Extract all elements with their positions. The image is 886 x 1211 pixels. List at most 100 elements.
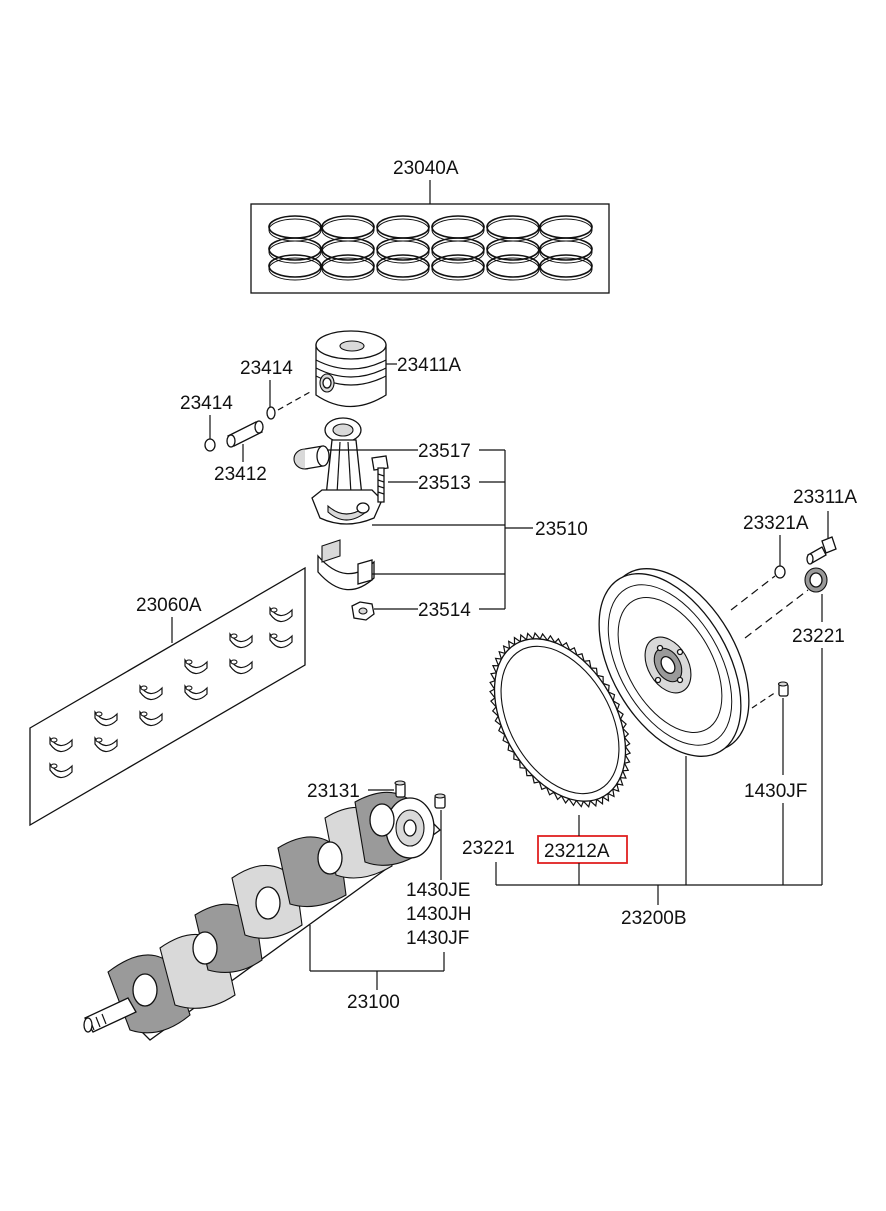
piston-ring — [539, 254, 593, 278]
piston-ring-edge — [376, 257, 430, 281]
ring-set-box — [250, 203, 610, 294]
bearing-tab — [230, 659, 238, 665]
piston-ring-edge — [268, 257, 322, 281]
piston-ring-edge — [486, 240, 540, 264]
bearing-tab — [95, 711, 103, 717]
label-23513[interactable]: 23513 — [418, 473, 471, 494]
label-23414-upper[interactable]: 23414 — [240, 358, 293, 379]
piston-ring-edge — [486, 257, 540, 281]
piston-ring — [376, 237, 430, 261]
label-23510[interactable]: 23510 — [535, 519, 588, 540]
bearing-shells — [49, 606, 293, 779]
label-23221-right[interactable]: 23221 — [792, 626, 845, 647]
label-23100[interactable]: 23100 — [347, 992, 400, 1013]
main-bearing-set-group: 23060A — [29, 566, 306, 827]
flywheel-dowel-pin — [777, 681, 789, 697]
label-23514[interactable]: 23514 — [418, 600, 471, 621]
piston-ring-edge — [539, 257, 593, 281]
piston-ring — [321, 237, 375, 261]
bearing-tab — [270, 607, 278, 613]
label-23517[interactable]: 23517 — [418, 441, 471, 462]
crankshaft-illustration — [83, 791, 441, 1041]
piston-ring — [486, 237, 540, 261]
label-23060a[interactable]: 23060A — [136, 595, 202, 616]
piston-ring — [431, 254, 485, 278]
flywheel-bolt — [806, 536, 837, 565]
bushing — [293, 445, 330, 470]
bearing-shell — [49, 762, 73, 779]
bearing-tab — [270, 633, 278, 639]
bearing-shell — [184, 684, 208, 701]
washer — [774, 565, 786, 579]
label-23221-left[interactable]: 23221 — [462, 838, 515, 859]
highlight-box — [537, 835, 628, 864]
label-23212a[interactable]: 23212A — [544, 841, 610, 862]
crank-dowel-pin — [434, 793, 446, 809]
piston-ring — [431, 237, 485, 261]
bearing-tab — [140, 711, 148, 717]
snap-ring-lower — [204, 438, 216, 452]
bearing-shell — [139, 710, 163, 727]
piston-ring — [376, 254, 430, 278]
label-1430jh[interactable]: 1430JH — [406, 904, 472, 925]
piston-ring-edge — [268, 240, 322, 264]
bearing-tab — [185, 659, 193, 665]
piston-rings — [268, 215, 593, 281]
piston-ring-edge — [539, 240, 593, 264]
snap-ring-upper — [266, 406, 276, 420]
piston-pin — [226, 420, 264, 448]
seal — [804, 567, 828, 593]
label-23311a[interactable]: 23311A — [793, 487, 857, 508]
label-23321a[interactable]: 23321A — [743, 513, 809, 534]
bearing-shell — [269, 632, 293, 649]
label-23200b[interactable]: 23200B — [621, 908, 687, 929]
bearing-tab — [140, 685, 148, 691]
piston-ring-edge — [376, 240, 430, 264]
bearing-tab — [50, 763, 58, 769]
bearing-shell — [229, 658, 253, 675]
piston-ring-edge — [431, 240, 485, 264]
bearing-tab — [95, 737, 103, 743]
piston-ring — [539, 237, 593, 261]
label-23412[interactable]: 23412 — [214, 464, 267, 485]
bearing-shell — [139, 684, 163, 701]
label-1430je[interactable]: 1430JE — [406, 880, 470, 901]
flywheel-group: 23311A 23321A 23221 1430JF 23221 23212A — [462, 487, 857, 929]
bearing-shell — [49, 736, 73, 753]
label-23411a[interactable]: 23411A — [397, 355, 461, 376]
piston-ring — [268, 254, 322, 278]
crank-key — [394, 780, 406, 798]
label-23131[interactable]: 23131 — [307, 781, 360, 802]
piston-ring-edge — [431, 257, 485, 281]
piston-assembly: 23411A 23414 23414 23412 — [180, 330, 588, 621]
bearing-tab — [185, 685, 193, 691]
crankshaft-group: 23131 1430JE 1430JH 1430JF 23100 — [83, 780, 472, 1041]
piston-ring — [486, 254, 540, 278]
bearing-tab — [50, 737, 58, 743]
bearing-set-box — [29, 566, 306, 827]
conrod-nut — [351, 601, 375, 621]
conrod-bolt — [371, 455, 389, 503]
conrod-cap — [317, 539, 375, 591]
piston-ring — [268, 237, 322, 261]
label-23414-lower[interactable]: 23414 — [180, 393, 233, 414]
ring-gear-teeth — [489, 631, 632, 809]
label-1430jf-flywheel[interactable]: 1430JF — [744, 781, 807, 802]
connecting-rod-illustration — [311, 417, 383, 525]
piston-illustration — [315, 330, 387, 408]
ring-gear-illustration — [489, 631, 632, 809]
bearing-shell — [94, 710, 118, 727]
bearing-shell — [269, 606, 293, 623]
label-23040a[interactable]: 23040A — [393, 158, 459, 179]
bearing-shell — [184, 658, 208, 675]
piston-ring — [321, 254, 375, 278]
flywheel-illustration — [598, 568, 750, 757]
piston-ring-set-group: 23040A — [250, 158, 610, 294]
bearing-tab — [230, 633, 238, 639]
piston-ring-edge — [321, 257, 375, 281]
bearing-shell — [94, 736, 118, 753]
piston-ring-edge — [321, 240, 375, 264]
bearing-shell — [229, 632, 253, 649]
label-1430jf-crank[interactable]: 1430JF — [406, 928, 469, 949]
